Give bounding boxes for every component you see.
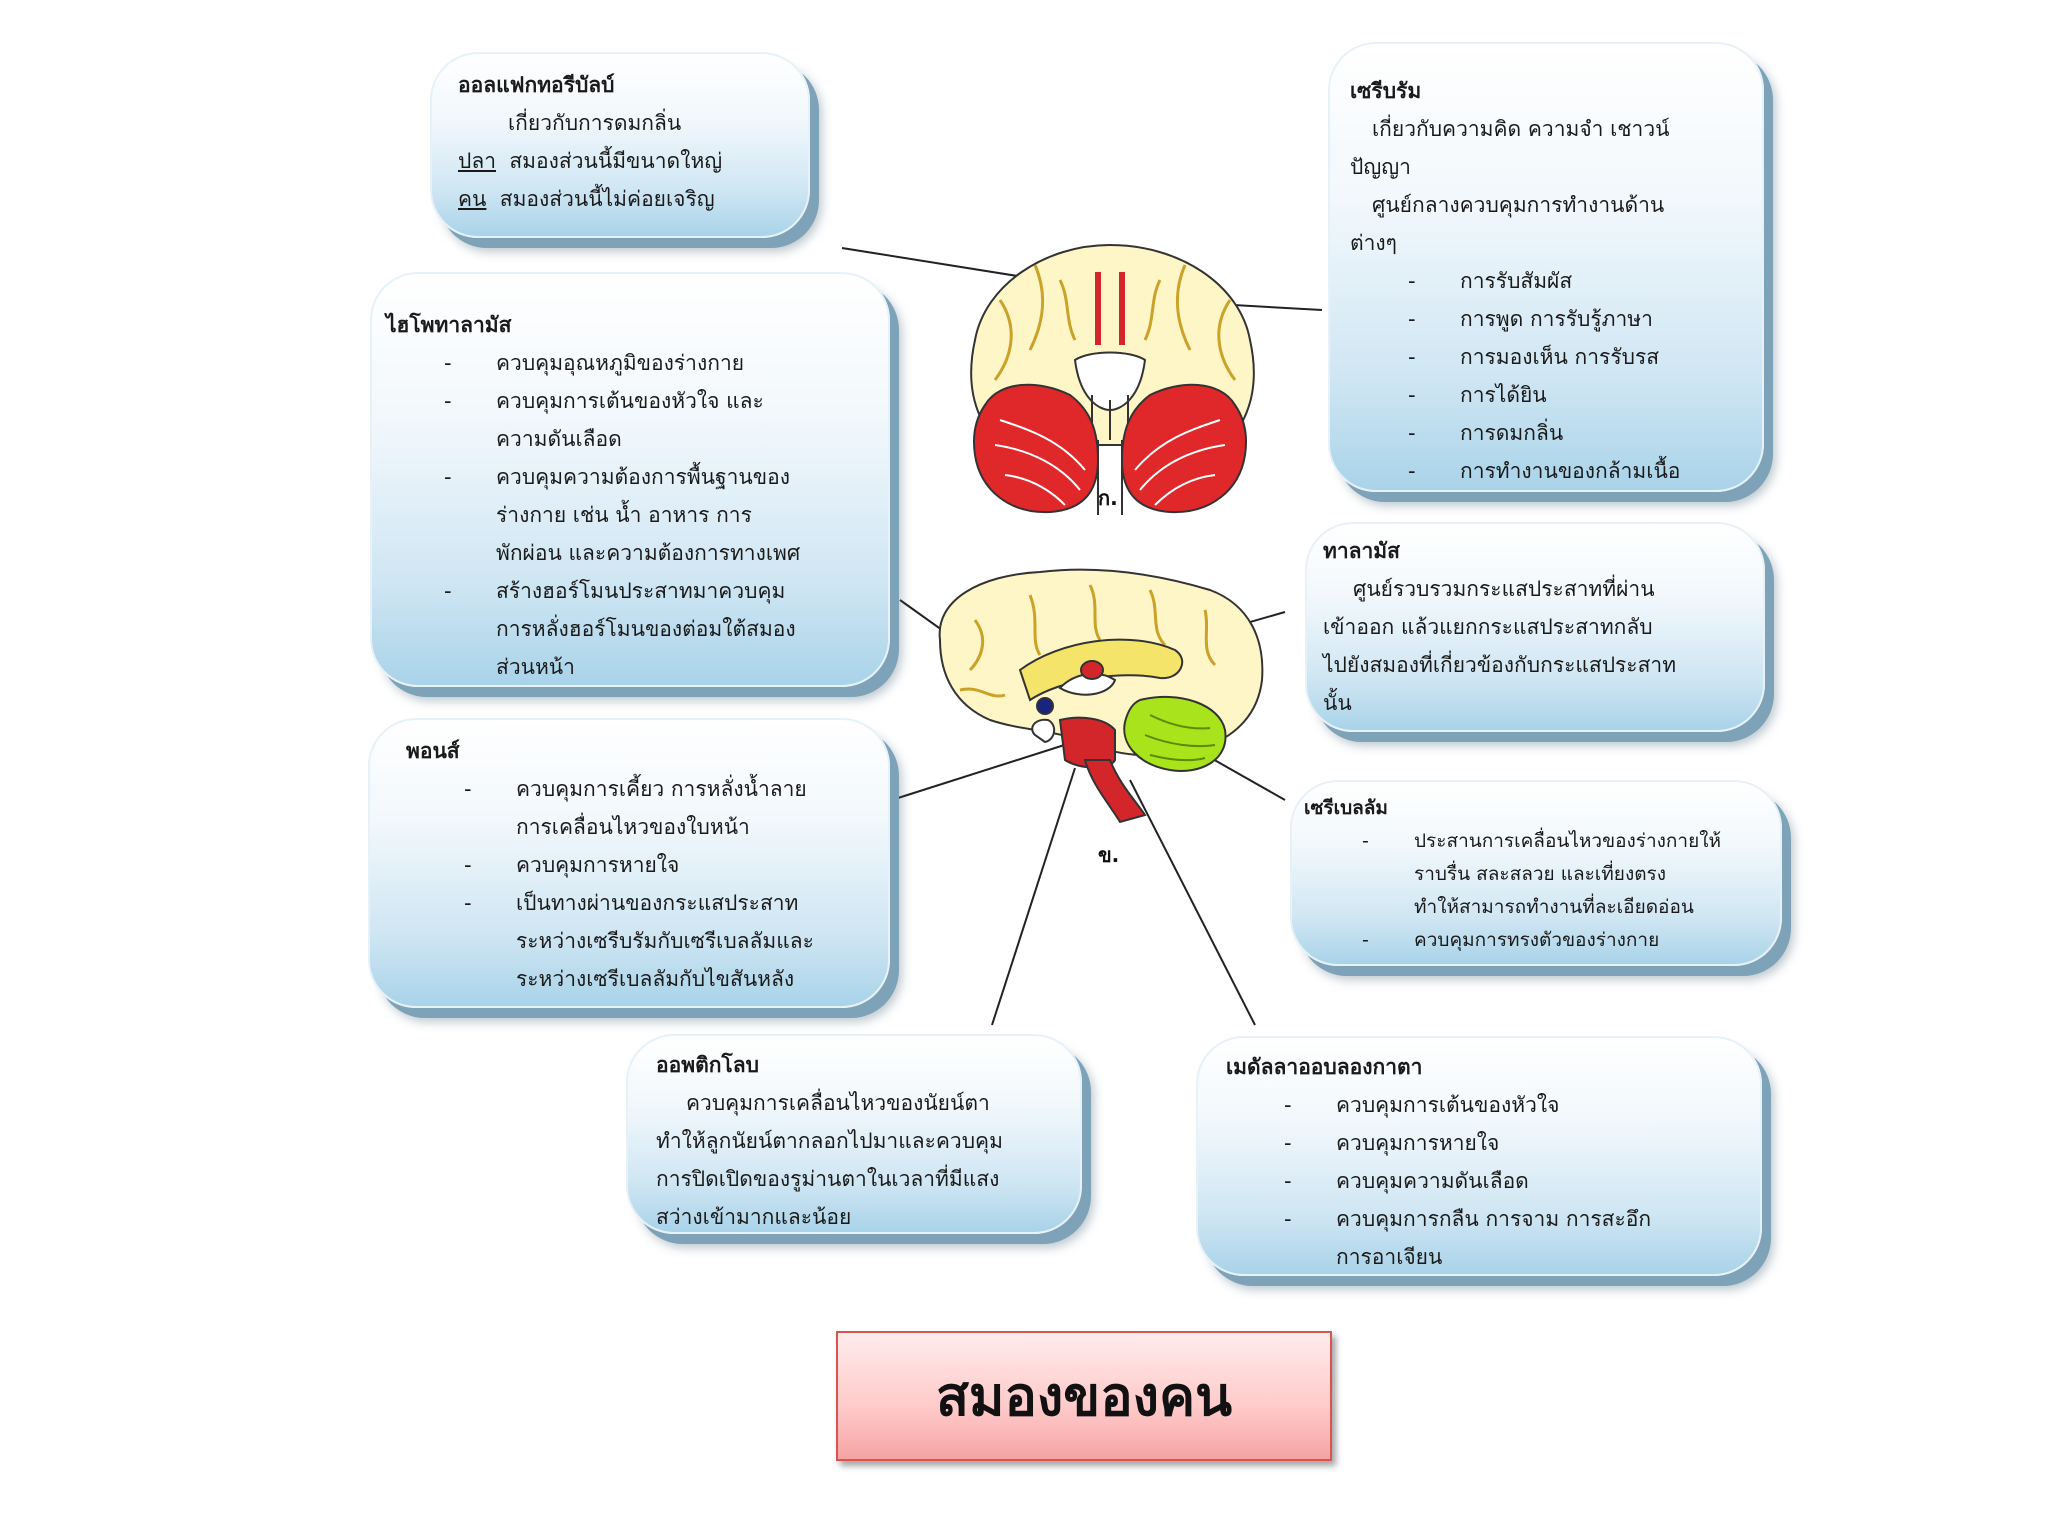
medulla-list: ควบคุมการเต้นของหัวใจ ควบคุมการหายใจ ควบ… — [1226, 1086, 1732, 1276]
connector-pons — [897, 739, 1081, 799]
thalamus-text-2: เข้าออก แล้วแยกกระแสประสาทกลับ — [1323, 615, 1653, 639]
list-item: เป็นทางผ่านของกระแสประสาทระหว่างเซรีบรัม… — [406, 884, 852, 998]
list-item: การพูด การรับรู้ภาษา — [1350, 300, 1742, 338]
fish-text: สมองส่วนนี้มีขนาดใหญ่ — [509, 149, 723, 173]
hypothalamus-title: ไฮโพทาลามัส — [386, 313, 512, 337]
optic-lobe-box: ออพติกโลบ ควบคุมการเคลื่อนไหวของนัยน์ตา … — [626, 1034, 1082, 1234]
hypothalamus-box: ไฮโพทาลามัส ควบคุมอุณหภูมิของร่างกาย ควบ… — [370, 272, 890, 687]
medulla-oblongata-box: เมดัลลาออบลองกาตา ควบคุมการเต้นของหัวใจ … — [1196, 1036, 1762, 1276]
list-item: ประสานการเคลื่อนไหวของร่างกายให้ราบรื่น … — [1304, 825, 1768, 924]
brain-b-label: ข. — [1098, 843, 1119, 867]
caption-title: สมองของคน — [836, 1331, 1332, 1461]
olfactory-title: ออลแฟกทอรีบัลบ์ — [458, 73, 615, 97]
list-item: การทำงานของกล้ามเนื้อ — [1350, 452, 1742, 490]
list-item: ควบคุมการหายใจ — [1226, 1124, 1732, 1162]
cerebrum-title: เซรีบรัม — [1350, 79, 1422, 103]
connector-optic-lobe — [991, 767, 1076, 1026]
optic-lobe-text-4: สว่างเข้ามากและน้อย — [656, 1205, 852, 1229]
list-item: การได้ยิน — [1350, 376, 1742, 414]
cerebellum-box: เซรีเบลลัม ประสานการเคลื่อนไหวของร่างกาย… — [1290, 780, 1782, 966]
cerebrum-text-2: ปัญญา — [1350, 155, 1411, 179]
cerebrum-box: เซรีบรัม เกี่ยวกับความคิด ความจำ เชาวน์ … — [1328, 42, 1764, 492]
olfactory-text: เกี่ยวกับการดมกลิ่น — [508, 111, 682, 135]
list-item: ควบคุมการหายใจ — [406, 846, 852, 884]
optic-lobe-text-1: ควบคุมการเคลื่อนไหวของนัยน์ตา — [686, 1091, 990, 1115]
list-item: การรับสัมผัส — [1350, 262, 1742, 300]
thalamus-text-4: นั้น — [1323, 691, 1352, 715]
optic-lobe-title: ออพติกโลบ — [656, 1053, 759, 1077]
cerebrum-text-1: เกี่ยวกับความคิด ความจำ เชาวน์ — [1372, 117, 1670, 141]
cerebrum-list: การรับสัมผัส การพูด การรับรู้ภาษา การมอง… — [1350, 262, 1742, 490]
pons-title: พอนส์ — [406, 739, 460, 763]
thalamus-text-3: ไปยังสมองที่เกี่ยวข้องกับกระแสประสาท — [1323, 653, 1677, 677]
medulla-title: เมดัลลาออบลองกาตา — [1226, 1055, 1423, 1079]
brain-a-label: ก. — [1098, 486, 1118, 510]
human-text: สมองส่วนนี้ไม่ค่อยเจริญ — [499, 187, 715, 211]
cerebrum-text-3: ศูนย์กลางควบคุมการทำงานด้าน — [1372, 193, 1665, 217]
list-item: ควบคุมการทรงตัวของร่างกาย — [1304, 924, 1768, 957]
list-item: ควบคุมการเคี้ยว การหลั่งน้ำลายการเคลื่อน… — [406, 770, 852, 846]
pons-box: พอนส์ ควบคุมการเคี้ยว การหลั่งน้ำลายการเ… — [368, 718, 890, 1008]
hypothalamus-list: ควบคุมอุณหภูมิของร่างกาย ควบคุมการเต้นขอ… — [386, 344, 874, 686]
list-item: ควบคุมการเต้นของหัวใจ — [1226, 1086, 1732, 1124]
brain-ventral-view — [970, 243, 1255, 515]
list-item: ควบคุมความดันเลือด — [1226, 1162, 1732, 1200]
optic-lobe-text-2: ทำให้ลูกนัยน์ตากลอกไปมาและควบคุม — [656, 1129, 1003, 1153]
cerebellum-list: ประสานการเคลื่อนไหวของร่างกายให้ราบรื่น … — [1304, 825, 1768, 957]
cerebellum-title: เซรีเบลลัม — [1304, 797, 1388, 819]
list-item: สร้างฮอร์โมนประสาทมาควบคุมการหลั่งฮอร์โม… — [386, 572, 874, 686]
connector-medulla — [1129, 779, 1256, 1026]
cerebrum-text-4: ต่างๆ — [1350, 231, 1397, 255]
fish-label: ปลา — [458, 149, 496, 173]
list-item: การมองเห็น การรับรส — [1350, 338, 1742, 376]
thalamus-box: ทาลามัส ศูนย์รวบรวมกระแสประสาทที่ผ่าน เข… — [1305, 522, 1765, 732]
human-label: คน — [458, 187, 487, 211]
list-item: ควบคุมอุณหภูมิของร่างกาย — [386, 344, 874, 382]
brain-sagittal-view — [938, 568, 1264, 824]
list-item: การดมกลิ่น — [1350, 414, 1742, 452]
thalamus-title: ทาลามัส — [1323, 539, 1400, 563]
thalamus-text-1: ศูนย์รวบรวมกระแสประสาทที่ผ่าน — [1353, 577, 1655, 601]
optic-lobe-text-3: การปิดเปิดของรูม่านตาในเวลาที่มีแสง — [656, 1167, 1000, 1191]
olfactory-bulb-box: ออลแฟกทอรีบัลบ์ เกี่ยวกับการดมกลิ่น ปลา … — [430, 52, 810, 238]
pons-list: ควบคุมการเคี้ยว การหลั่งน้ำลายการเคลื่อน… — [406, 770, 852, 998]
